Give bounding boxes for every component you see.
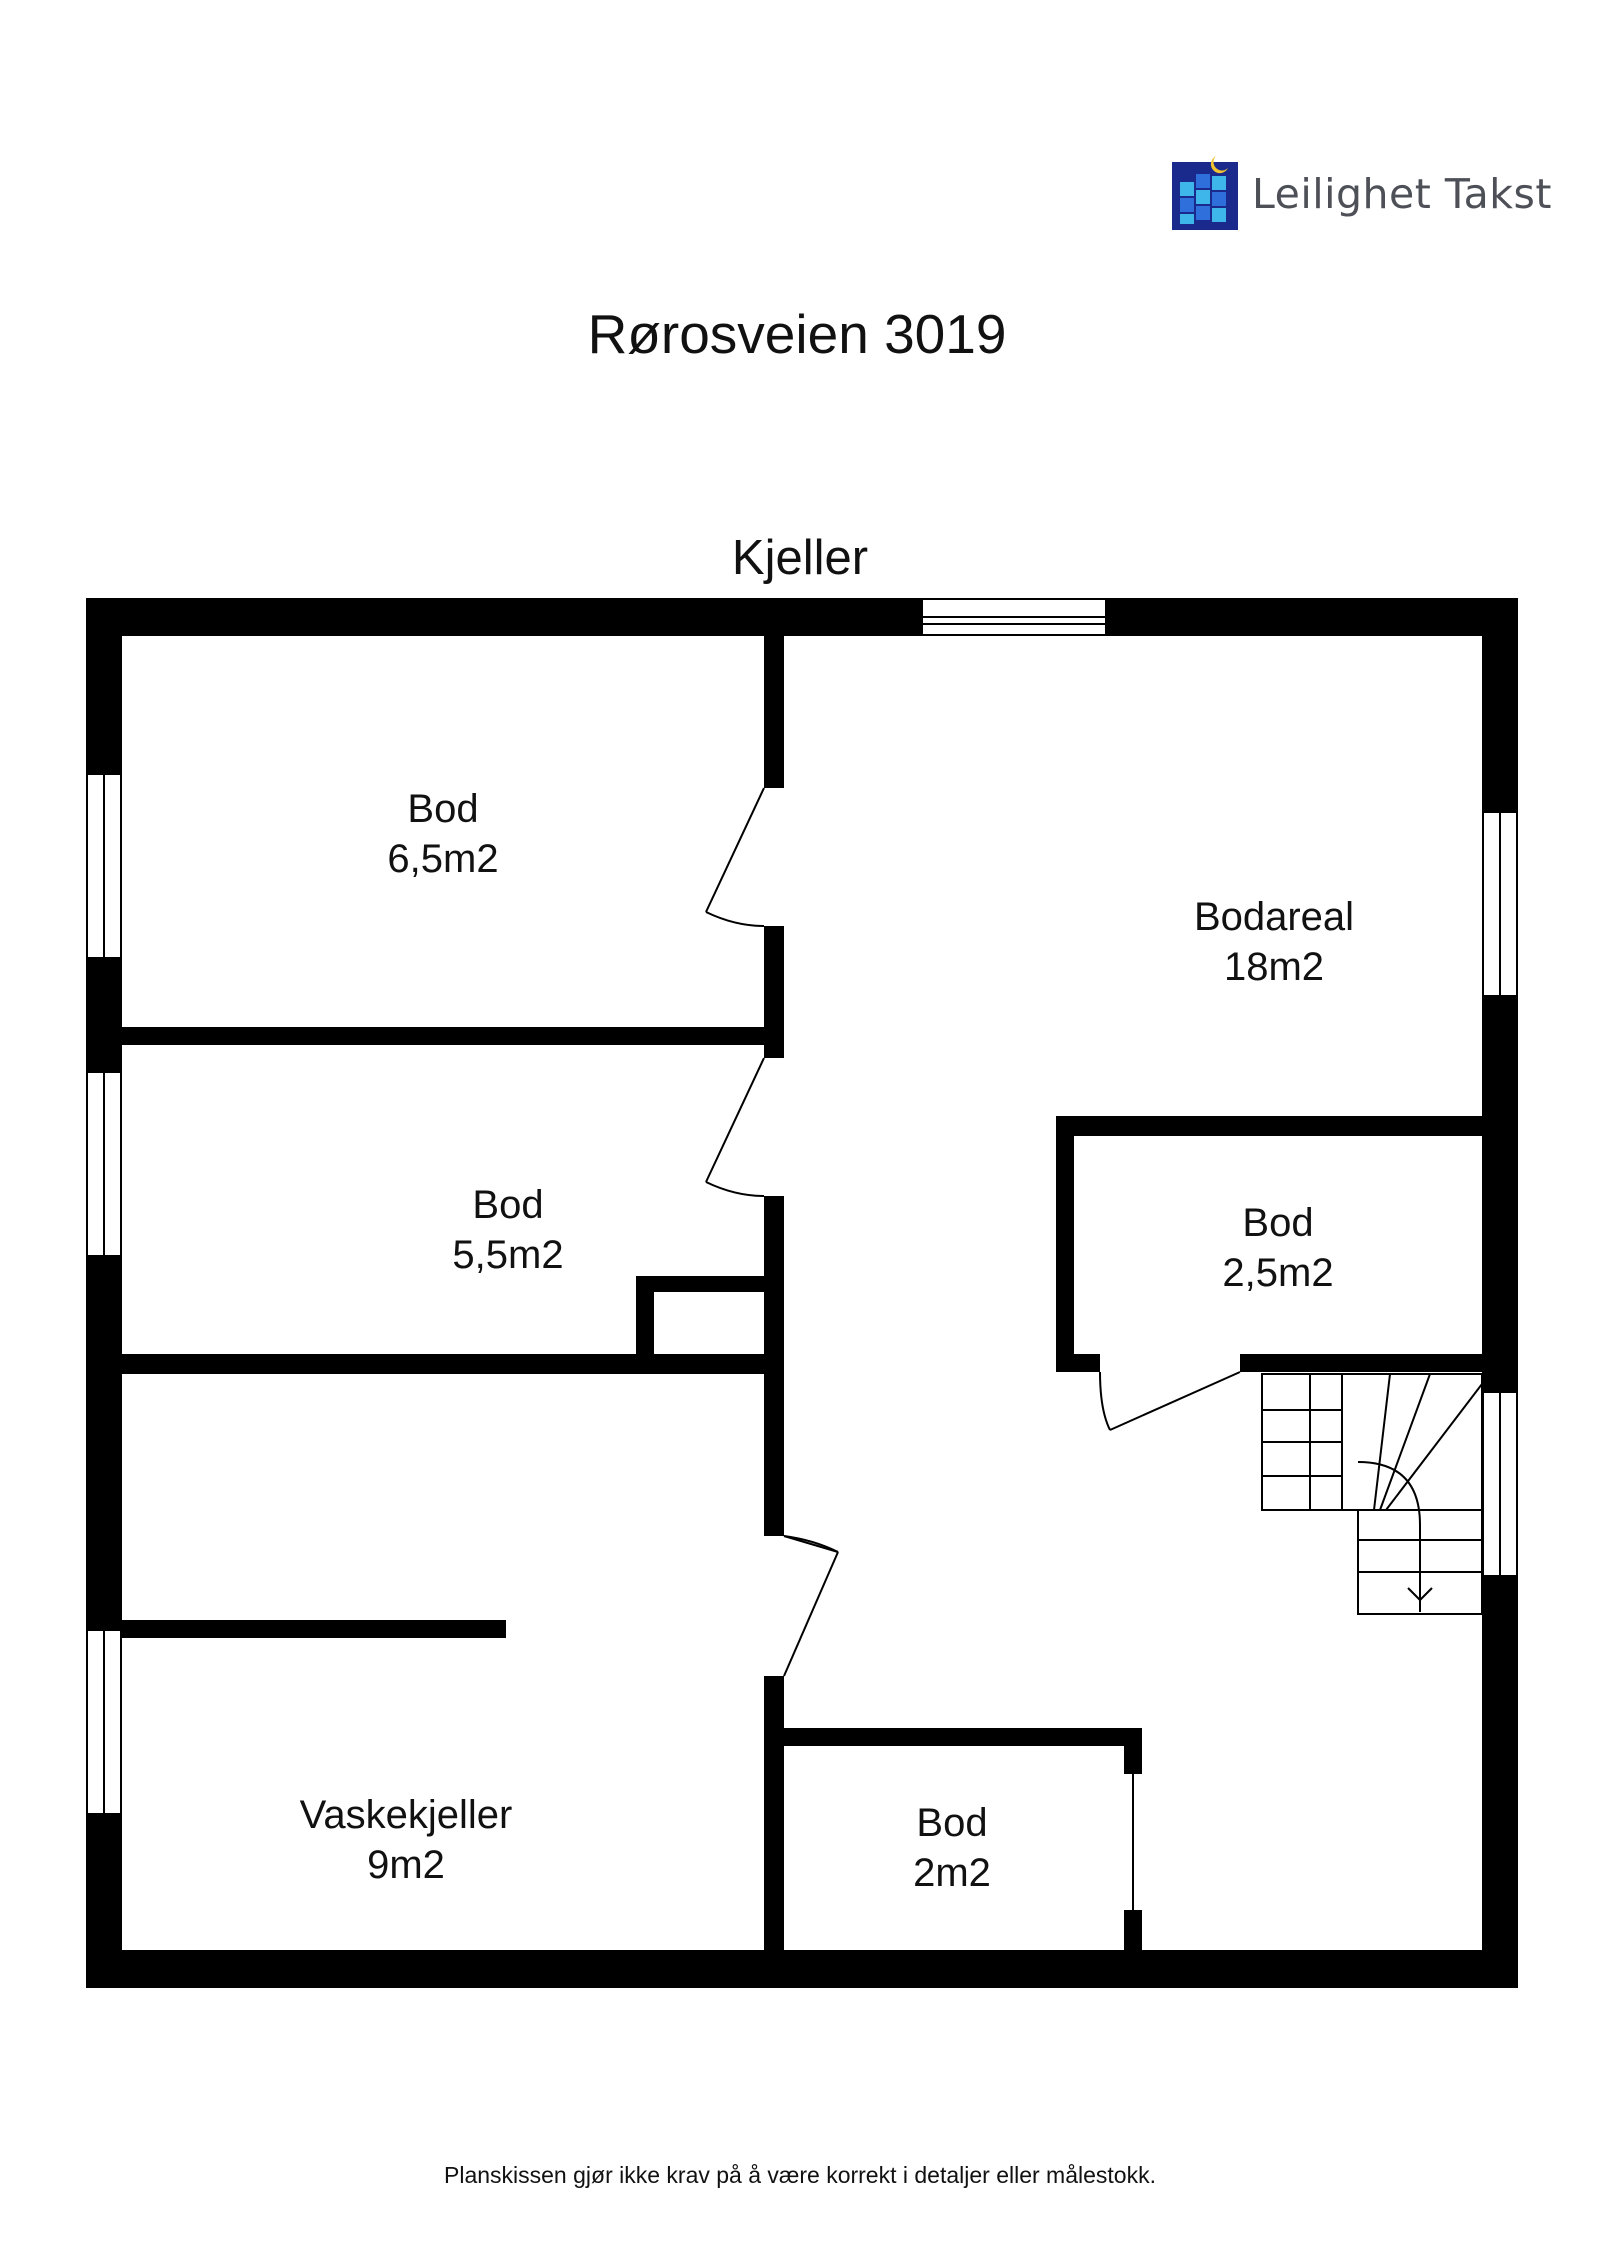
room-name: Bod	[407, 787, 478, 831]
room-area: 6,5m2	[387, 837, 498, 881]
room-area: 2,5m2	[1222, 1251, 1333, 1295]
room-name: Bod	[472, 1183, 543, 1227]
brand-name: Leilighet Takst	[1252, 170, 1552, 218]
room-area: 5,5m2	[452, 1233, 563, 1277]
page-title: Rørosveien 3019	[587, 303, 1007, 365]
floor-label: Kjeller	[731, 531, 869, 585]
room-name: Bod	[1242, 1201, 1313, 1245]
room-area: 9m2	[367, 1843, 445, 1887]
staircase	[1261, 1373, 1483, 1615]
room-area: 18m2	[1224, 945, 1324, 989]
windows	[86, 598, 1518, 1815]
room-name: Vaskekjeller	[300, 1793, 513, 1837]
room-name: Bod	[916, 1801, 987, 1845]
leilighet-takst-logo	[1172, 156, 1238, 230]
walls	[86, 598, 1518, 1988]
room-labels: Bod 6,5m2 Bodareal 18m2 Bod 5,5m2 Bod 2,…	[300, 787, 1354, 1895]
disclaimer: Planskissen gjør ikke krav på å være kor…	[444, 2162, 1156, 2188]
doors	[705, 787, 1241, 1910]
room-name: Bodareal	[1194, 895, 1354, 939]
room-area: 2m2	[913, 1851, 991, 1895]
